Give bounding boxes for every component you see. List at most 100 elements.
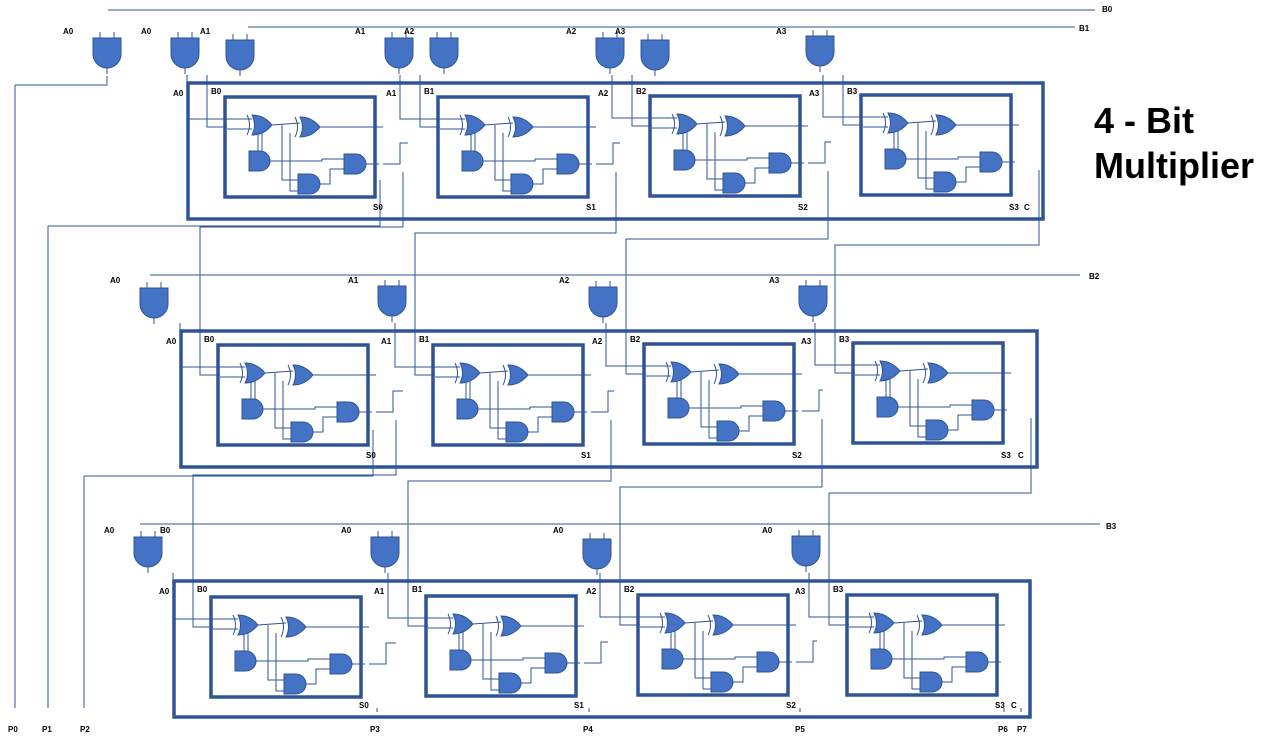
and-gate xyxy=(336,401,360,423)
wire xyxy=(482,624,499,680)
wire xyxy=(407,420,612,591)
gate-input-label: A0 xyxy=(104,526,115,535)
and-gate xyxy=(556,153,580,175)
wire xyxy=(472,621,502,625)
wire xyxy=(917,379,926,438)
adder-b-label: B1 xyxy=(424,87,435,96)
xor-back-curve xyxy=(280,616,284,638)
and-gate xyxy=(805,35,835,67)
wire xyxy=(471,657,545,661)
wire xyxy=(599,573,640,618)
wire xyxy=(376,390,403,413)
wire xyxy=(808,573,849,618)
output-label-p0: P0 xyxy=(8,725,18,734)
sum-label: S2 xyxy=(786,701,796,710)
and-gate xyxy=(343,153,367,175)
output-label-p3: P3 xyxy=(370,725,380,734)
and-gate xyxy=(876,396,899,418)
and-gate xyxy=(791,535,821,567)
xor-gate xyxy=(452,613,474,635)
adder-b-label: B1 xyxy=(412,585,423,594)
wire xyxy=(942,666,966,683)
and-gate xyxy=(588,286,618,318)
wire xyxy=(690,369,720,373)
wire xyxy=(369,642,396,665)
wire xyxy=(490,632,499,691)
wire xyxy=(584,641,608,664)
p1-feed xyxy=(48,180,381,227)
xor-back-curve xyxy=(713,363,717,385)
wire xyxy=(702,631,711,690)
and-gate xyxy=(798,285,828,317)
xor-gate xyxy=(464,114,486,136)
wire xyxy=(494,125,511,181)
output-label-p7: P7 xyxy=(1017,725,1027,734)
wire xyxy=(267,625,284,681)
xor-gate xyxy=(237,614,259,636)
wire xyxy=(274,373,291,429)
wire xyxy=(911,631,920,690)
wire xyxy=(502,133,511,192)
xor-gate xyxy=(935,114,957,136)
and-gate xyxy=(667,397,690,419)
xor-back-curve xyxy=(882,112,886,134)
gate-input-label: A1 xyxy=(355,27,366,36)
xor-gate xyxy=(921,614,943,636)
full-adder-box xyxy=(216,343,370,447)
gate-input-label: A1 xyxy=(200,27,211,36)
wire xyxy=(708,380,717,439)
sum-label: S1 xyxy=(574,701,584,710)
wire xyxy=(256,658,330,662)
wire xyxy=(270,158,344,162)
and-gate xyxy=(661,648,684,670)
xor-back-curve xyxy=(459,114,463,136)
wire xyxy=(619,573,640,626)
adder-row-box xyxy=(179,329,1039,469)
xor-back-curve xyxy=(502,364,506,386)
wire xyxy=(802,389,823,412)
wire xyxy=(478,406,552,410)
xor-back-curve xyxy=(507,116,511,138)
wire xyxy=(497,381,506,440)
gate-input-label: A3 xyxy=(769,276,780,285)
wire xyxy=(828,573,849,626)
and-gate xyxy=(329,653,353,675)
and-gate xyxy=(762,400,786,422)
and-gate xyxy=(756,651,780,673)
and-gate xyxy=(377,285,407,317)
xor-back-curve xyxy=(239,362,243,384)
adder-b-label: B3 xyxy=(839,335,850,344)
and-gate xyxy=(965,651,989,673)
wire xyxy=(533,168,557,185)
wire xyxy=(689,405,763,409)
bus-label-b0: B0 xyxy=(1102,5,1113,14)
gate-layer xyxy=(92,35,1003,695)
wire xyxy=(683,656,757,660)
wire-layer xyxy=(14,9,1100,712)
and-gate xyxy=(248,150,271,172)
wire xyxy=(414,172,617,341)
wire xyxy=(605,323,646,367)
and-gate xyxy=(384,37,414,69)
adder-b-label: B2 xyxy=(630,335,641,344)
full-adder-box xyxy=(851,341,1005,445)
adder-a-label: A1 xyxy=(381,337,392,346)
xor-gate xyxy=(670,361,692,383)
wire xyxy=(399,75,440,120)
and-gate xyxy=(510,173,534,195)
gate-input-label: A0 xyxy=(141,27,152,36)
wire xyxy=(696,121,726,125)
adder-b-label: B2 xyxy=(636,87,647,96)
xor-back-curve xyxy=(232,614,236,636)
adder-b-label: B3 xyxy=(833,585,844,594)
xor-gate xyxy=(664,612,686,634)
adder-a-label: A0 xyxy=(166,337,177,346)
adder-a-label: A3 xyxy=(795,587,806,596)
wire xyxy=(893,620,923,624)
xor-back-curve xyxy=(659,612,663,634)
xor-gate xyxy=(873,612,895,634)
adder-b-label: B3 xyxy=(847,87,858,96)
and-gate xyxy=(673,149,696,171)
sum-label: S0 xyxy=(366,451,376,460)
adder-a-label: A1 xyxy=(374,587,385,596)
